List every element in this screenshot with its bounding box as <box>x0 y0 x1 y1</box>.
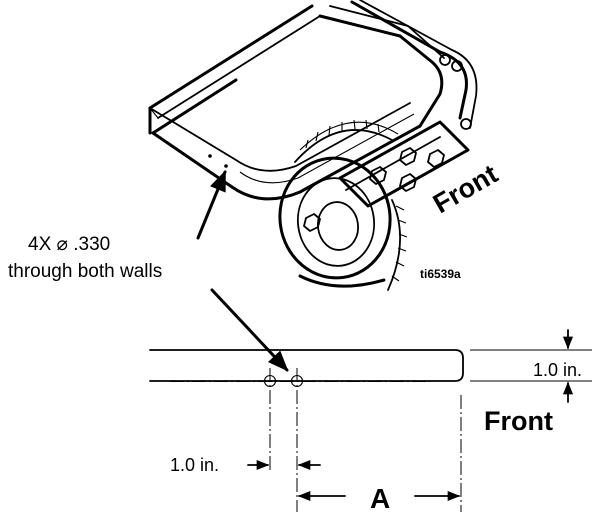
axle-nut <box>303 213 321 232</box>
wheel <box>278 119 408 291</box>
hex-bolt <box>427 149 445 168</box>
hex-bolt <box>399 173 417 192</box>
bracket-plate <box>303 120 470 232</box>
callout-line-1: 4X ⌀ .330 <box>28 234 110 255</box>
width-dimension <box>470 329 592 403</box>
callout-line-2: through both walls <box>8 261 162 282</box>
frame-top-rail <box>318 14 402 38</box>
frame-nut <box>460 118 472 130</box>
leader-arrow-to-holes <box>210 288 289 372</box>
cart-frame-illustration <box>148 0 478 291</box>
width-dimension-label: 1.0 in. <box>533 360 582 380</box>
figure-id: ti6539a <box>420 267 461 281</box>
a-dimension-label: A <box>370 483 390 514</box>
rail-plan-view <box>149 349 464 512</box>
frame-nut <box>439 54 451 66</box>
front-label-plan: Front <box>484 406 553 436</box>
frame-bottom-rail <box>230 124 422 201</box>
leader-arrow-to-frame <box>196 170 227 240</box>
tube-hole <box>208 154 212 158</box>
hex-bolt <box>369 166 387 185</box>
spacing-dimension-label: 1.0 in. <box>170 455 219 475</box>
tube-hole <box>224 164 228 168</box>
frame-left-rail <box>148 4 314 110</box>
hex-bolt <box>399 147 417 166</box>
